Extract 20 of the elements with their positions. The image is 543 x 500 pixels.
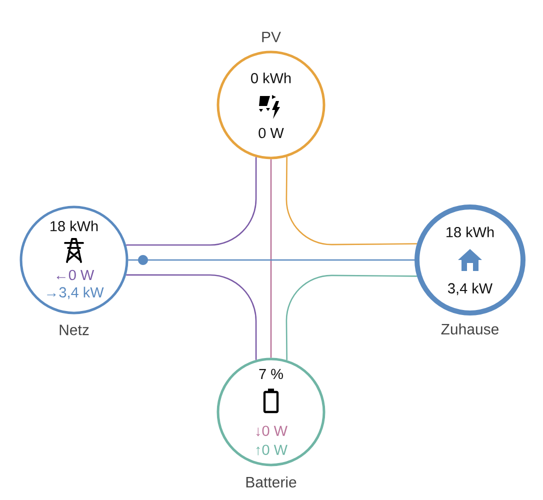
flow-line	[270, 159, 272, 358]
power-value: 3,4 kW	[448, 282, 492, 296]
node-label: Netz	[60, 324, 89, 336]
charge-level: 7 %	[259, 368, 283, 380]
flow-line	[286, 156, 417, 246]
power-value: ↓0 W	[256, 426, 288, 436]
node-label: PV	[262, 32, 281, 42]
power-value: →3,4 kW	[47, 286, 104, 300]
power-value: 0 W	[258, 128, 284, 138]
flow-line	[286, 274, 417, 360]
power-value: ↑0 W	[256, 444, 288, 456]
node-label: Batterie	[246, 476, 296, 488]
flow-line	[126, 157, 257, 246]
energy-value: 18 kWh	[50, 220, 98, 232]
power-value: ←0 W	[56, 270, 94, 280]
flow-line	[128, 259, 414, 261]
flow-line	[126, 274, 257, 360]
energy-value: 0 kWh	[251, 72, 291, 84]
node-label: Zuhause	[441, 323, 498, 334]
energy-value: 18 kWh	[446, 226, 494, 238]
